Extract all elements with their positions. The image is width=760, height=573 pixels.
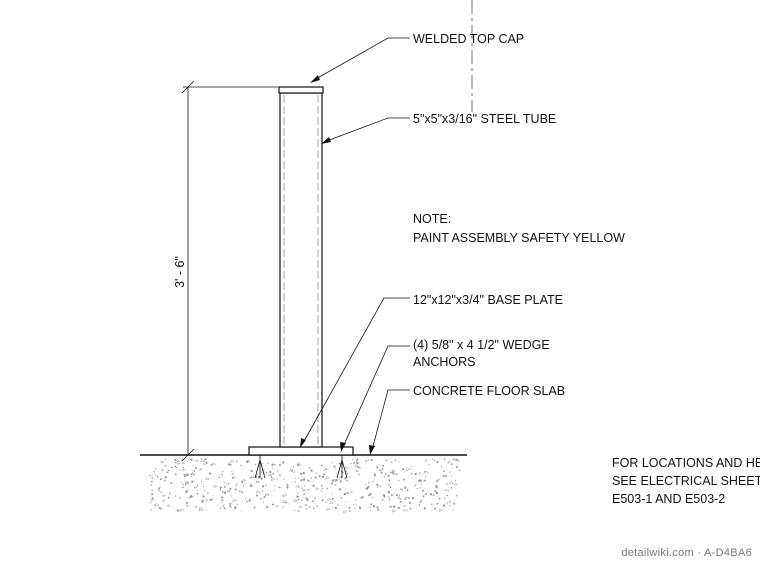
arrow-base-plate (300, 438, 306, 448)
leader-top-cap (313, 37, 410, 81)
base-plate (248, 446, 354, 456)
callout-slab: CONCRETE FLOOR SLAB (413, 384, 565, 398)
leader-base-plate (302, 297, 410, 444)
callout-top-cap: WELDED TOP CAP (413, 32, 524, 46)
arrow-slab (369, 445, 375, 455)
steel-tube (279, 92, 323, 448)
leader-tube (323, 117, 410, 143)
note-title: NOTE: (413, 212, 451, 226)
arrow-anchors (340, 442, 346, 452)
top-cap (278, 86, 324, 94)
reference-note-line3: E503-1 AND E503-2 (612, 492, 725, 506)
leader-slab (371, 389, 410, 451)
reference-note-line2: SEE ELECTRICAL SHEETS (612, 474, 760, 488)
reference-note-line1: FOR LOCATIONS AND HEI (612, 456, 760, 470)
arrow-top-cap (310, 75, 320, 83)
note-text: PAINT ASSEMBLY SAFETY YELLOW (413, 231, 625, 245)
callout-tube: 5"x5"x3/16" STEEL TUBE (413, 112, 556, 126)
wedge-anchor-left (254, 455, 266, 479)
height-dimension (181, 80, 278, 462)
dimension-text: 3' - 6" (173, 256, 187, 288)
leaders (302, 37, 410, 451)
leader-anchors (342, 345, 410, 448)
callout-base-plate: 12"x12"x3/4" BASE PLATE (413, 293, 563, 307)
concrete-hatch (149, 458, 461, 514)
callout-anchors-line1: (4) 5/8" x 4 1/2" WEDGE (413, 338, 550, 352)
wedge-anchor-right (336, 455, 348, 479)
callout-anchors-line2: ANCHORS (413, 355, 476, 369)
watermark: detailwiki.com · A-D4BA6 (621, 547, 752, 559)
arrow-tube (321, 137, 331, 144)
